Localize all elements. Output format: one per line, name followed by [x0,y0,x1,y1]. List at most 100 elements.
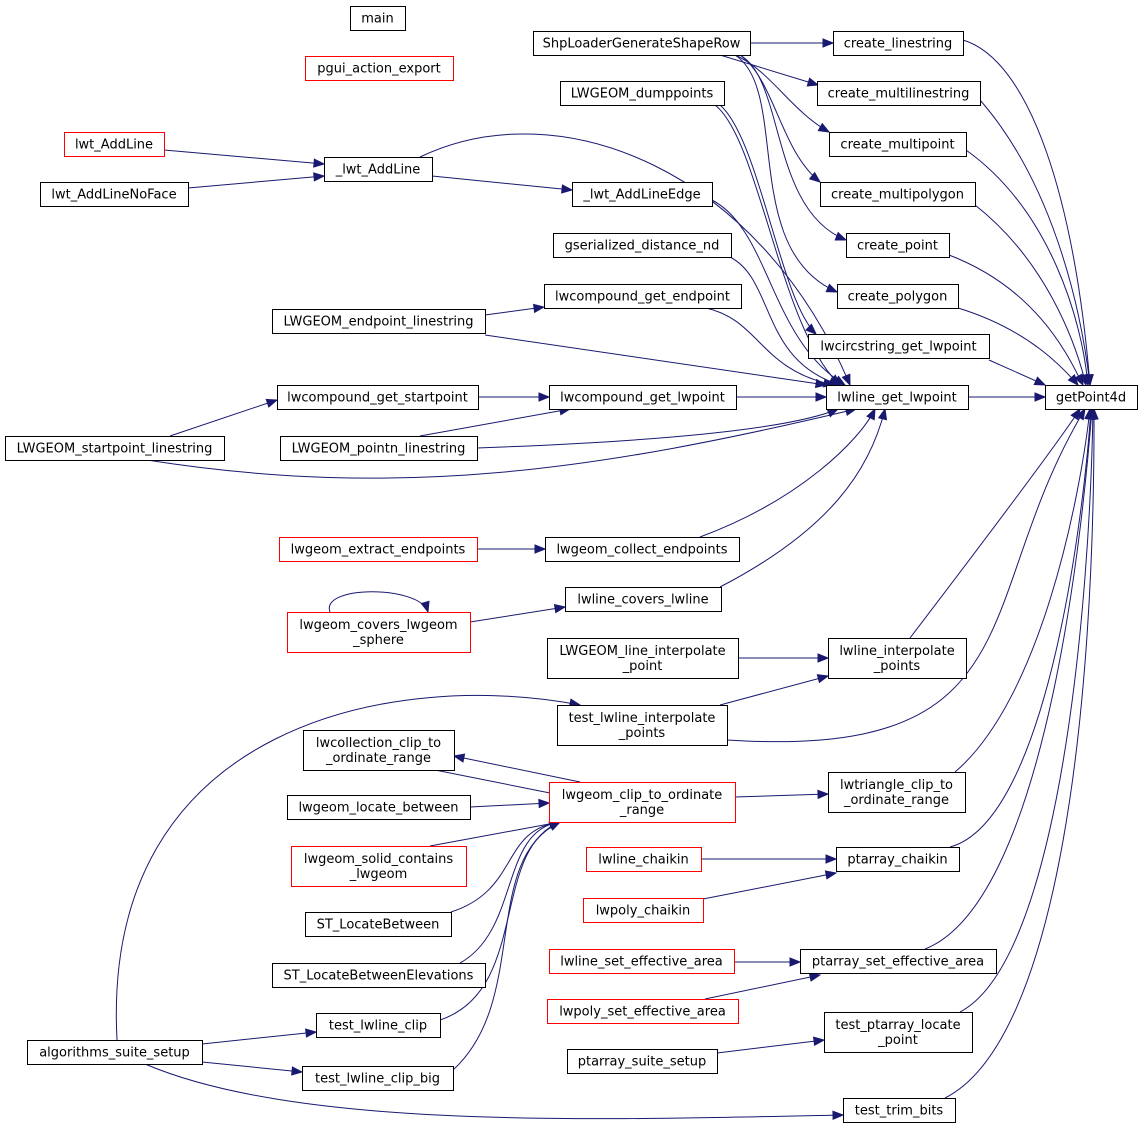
node-label: create_multilinestring [828,87,970,102]
edge-circ-to-gp4d [988,359,1047,386]
node-box [350,6,406,31]
node-cgstart[interactable]: lwcompound_get_startpoint [277,385,479,410]
edge-tlip-to-lip [719,674,830,706]
node-tlip[interactable]: test_lwline_interpolate_points [557,705,728,746]
node-cglw[interactable]: lwcompound_get_lwpoint [549,385,737,410]
node-box [820,182,976,207]
node-box [826,385,969,410]
node-box [303,730,455,771]
node-locb[interactable]: lwgeom_locate_between [287,795,471,820]
node-cgend[interactable]: lwcompound_get_endpoint [544,284,742,309]
node-box [316,1013,441,1038]
node-label: _ordinate_range [843,793,949,808]
node-box [287,795,471,820]
node-label: ST_LocateBetweenElevations [284,969,474,984]
node-label: create_multipoint [840,138,954,153]
node-tlc[interactable]: test_lwline_clip [316,1013,441,1038]
edge-shp-to-cpoly [734,54,839,293]
node-llgl[interactable]: lwline_get_lwpoint [826,385,969,410]
node-algo[interactable]: algorithms_suite_setup [27,1040,203,1065]
node-collect[interactable]: lwgeom_collect_endpoints [545,537,740,562]
node-_lwtadd[interactable]: _lwt_AddLine [324,157,433,182]
edge-collect-to-llgl [699,407,876,538]
node-cls[interactable]: create_linestring [833,31,964,56]
node-pchai[interactable]: lwpoly_chaikin [583,898,704,923]
node-label: algorithms_suite_setup [39,1046,190,1061]
edge-shp-to-cmpoly [739,54,822,183]
node-label: lwline_chaikin [598,853,689,868]
node-cmpoly[interactable]: create_multipolygon [820,182,976,207]
node-label: lwcollection_clip_to [316,736,441,751]
node-gclip[interactable]: lwgeom_clip_to_ordinate_range [549,782,736,823]
edge-lip-to-gp4d [909,407,1081,639]
node-box [560,81,725,106]
node-circ[interactable]: lwcircstring_get_lwpoint [808,334,990,359]
node-gp4d[interactable]: getPoint4d [1045,385,1138,410]
node-lip[interactable]: lwline_interpolate_points [828,638,967,679]
node-trim[interactable]: test_trim_bits [843,1098,956,1123]
node-cpoly[interactable]: create_polygon [837,284,959,309]
node-stlbe[interactable]: ST_LocateBetweenElevations [272,963,486,988]
node-startls[interactable]: LWGEOM_startpoint_linestring [5,436,225,461]
edge-lgip-to-lip [738,653,830,663]
node-label: _range [619,803,664,818]
edge-startls-to-llgl [146,406,858,479]
node-lwtadd[interactable]: lwt_AddLine [64,132,165,157]
node-box [544,284,742,309]
edge-covers-to-covers [329,591,430,614]
node-cpt[interactable]: create_point [846,233,950,258]
node-label: _lwt_AddLine [335,163,421,178]
node-box [836,847,960,872]
node-pgui[interactable]: pgui_action_export [305,56,454,81]
node-box [837,284,959,309]
node-box [565,587,722,612]
node-lwtaddnf[interactable]: lwt_AddLineNoFace [40,182,189,207]
node-tlcb[interactable]: test_lwline_clip_big [302,1066,454,1091]
node-box [287,612,471,653]
node-gsdist[interactable]: gserialized_distance_nd [553,233,732,258]
node-solid[interactable]: lwgeom_solid_contains_lwgeom [291,846,467,887]
edge-ptsuite-to-ptloc [716,1036,826,1054]
node-cmp[interactable]: create_multipoint [829,132,967,157]
node-psea[interactable]: lwpoly_set_effective_area [547,999,739,1024]
node-label: lwgeom_covers_lwgeom [299,618,457,633]
node-lsea[interactable]: lwline_set_effective_area [549,949,735,974]
node-stlb[interactable]: ST_LocateBetween [305,912,452,937]
node-label: lwcompound_get_lwpoint [560,391,725,406]
node-lchai[interactable]: lwline_chaikin [586,847,702,872]
node-label: _point [877,1033,918,1048]
node-box [305,912,452,937]
node-box [557,705,728,746]
node-box [824,1012,973,1053]
node-box [828,638,967,679]
edge-algo-to-tlc [201,1028,318,1045]
node-label: _sphere [352,633,404,648]
node-ptsea[interactable]: ptarray_set_effective_area [800,949,997,974]
node-main[interactable]: main [350,6,406,31]
node-extract[interactable]: lwgeom_extract_endpoints [279,537,478,562]
node-dump[interactable]: LWGEOM_dumppoints [560,81,725,106]
node-lgip[interactable]: LWGEOM_line_interpolate_point [547,638,739,679]
edge-solid-to-gclip [429,819,562,847]
node-label: test_lwline_clip_big [315,1072,440,1087]
node-label: _ordinate_range [325,751,431,766]
node-covers[interactable]: lwgeom_covers_lwgeom_sphere [287,612,471,653]
node-label: getPoint4d [1056,391,1126,406]
node-box [302,1066,454,1091]
node-box [27,1040,203,1065]
node-_lwtedge[interactable]: _lwt_AddLineEdge [572,182,713,207]
edge-covers-to-lcl [469,603,567,623]
node-ptchai[interactable]: ptarray_chaikin [836,847,960,872]
node-ptsuite[interactable]: ptarray_suite_setup [567,1049,718,1074]
node-label: LWGEOM_startpoint_linestring [17,442,213,457]
node-shp[interactable]: ShpLoaderGenerateShapeRow [533,31,751,56]
node-box [40,182,189,207]
node-cclip[interactable]: lwcollection_clip_to_ordinate_range [303,730,455,771]
node-cmls[interactable]: create_multilinestring [817,81,981,106]
node-tclip[interactable]: lwtriangle_clip_to_ordinate_range [828,772,966,813]
node-lcl[interactable]: lwline_covers_lwline [565,587,722,612]
node-endls[interactable]: LWGEOM_endpoint_linestring [272,309,486,334]
node-label: _lwgeom [349,867,408,882]
node-pointn[interactable]: LWGEOM_pointn_linestring [280,436,478,461]
node-ptloc[interactable]: test_ptarray_locate_point [824,1012,973,1053]
